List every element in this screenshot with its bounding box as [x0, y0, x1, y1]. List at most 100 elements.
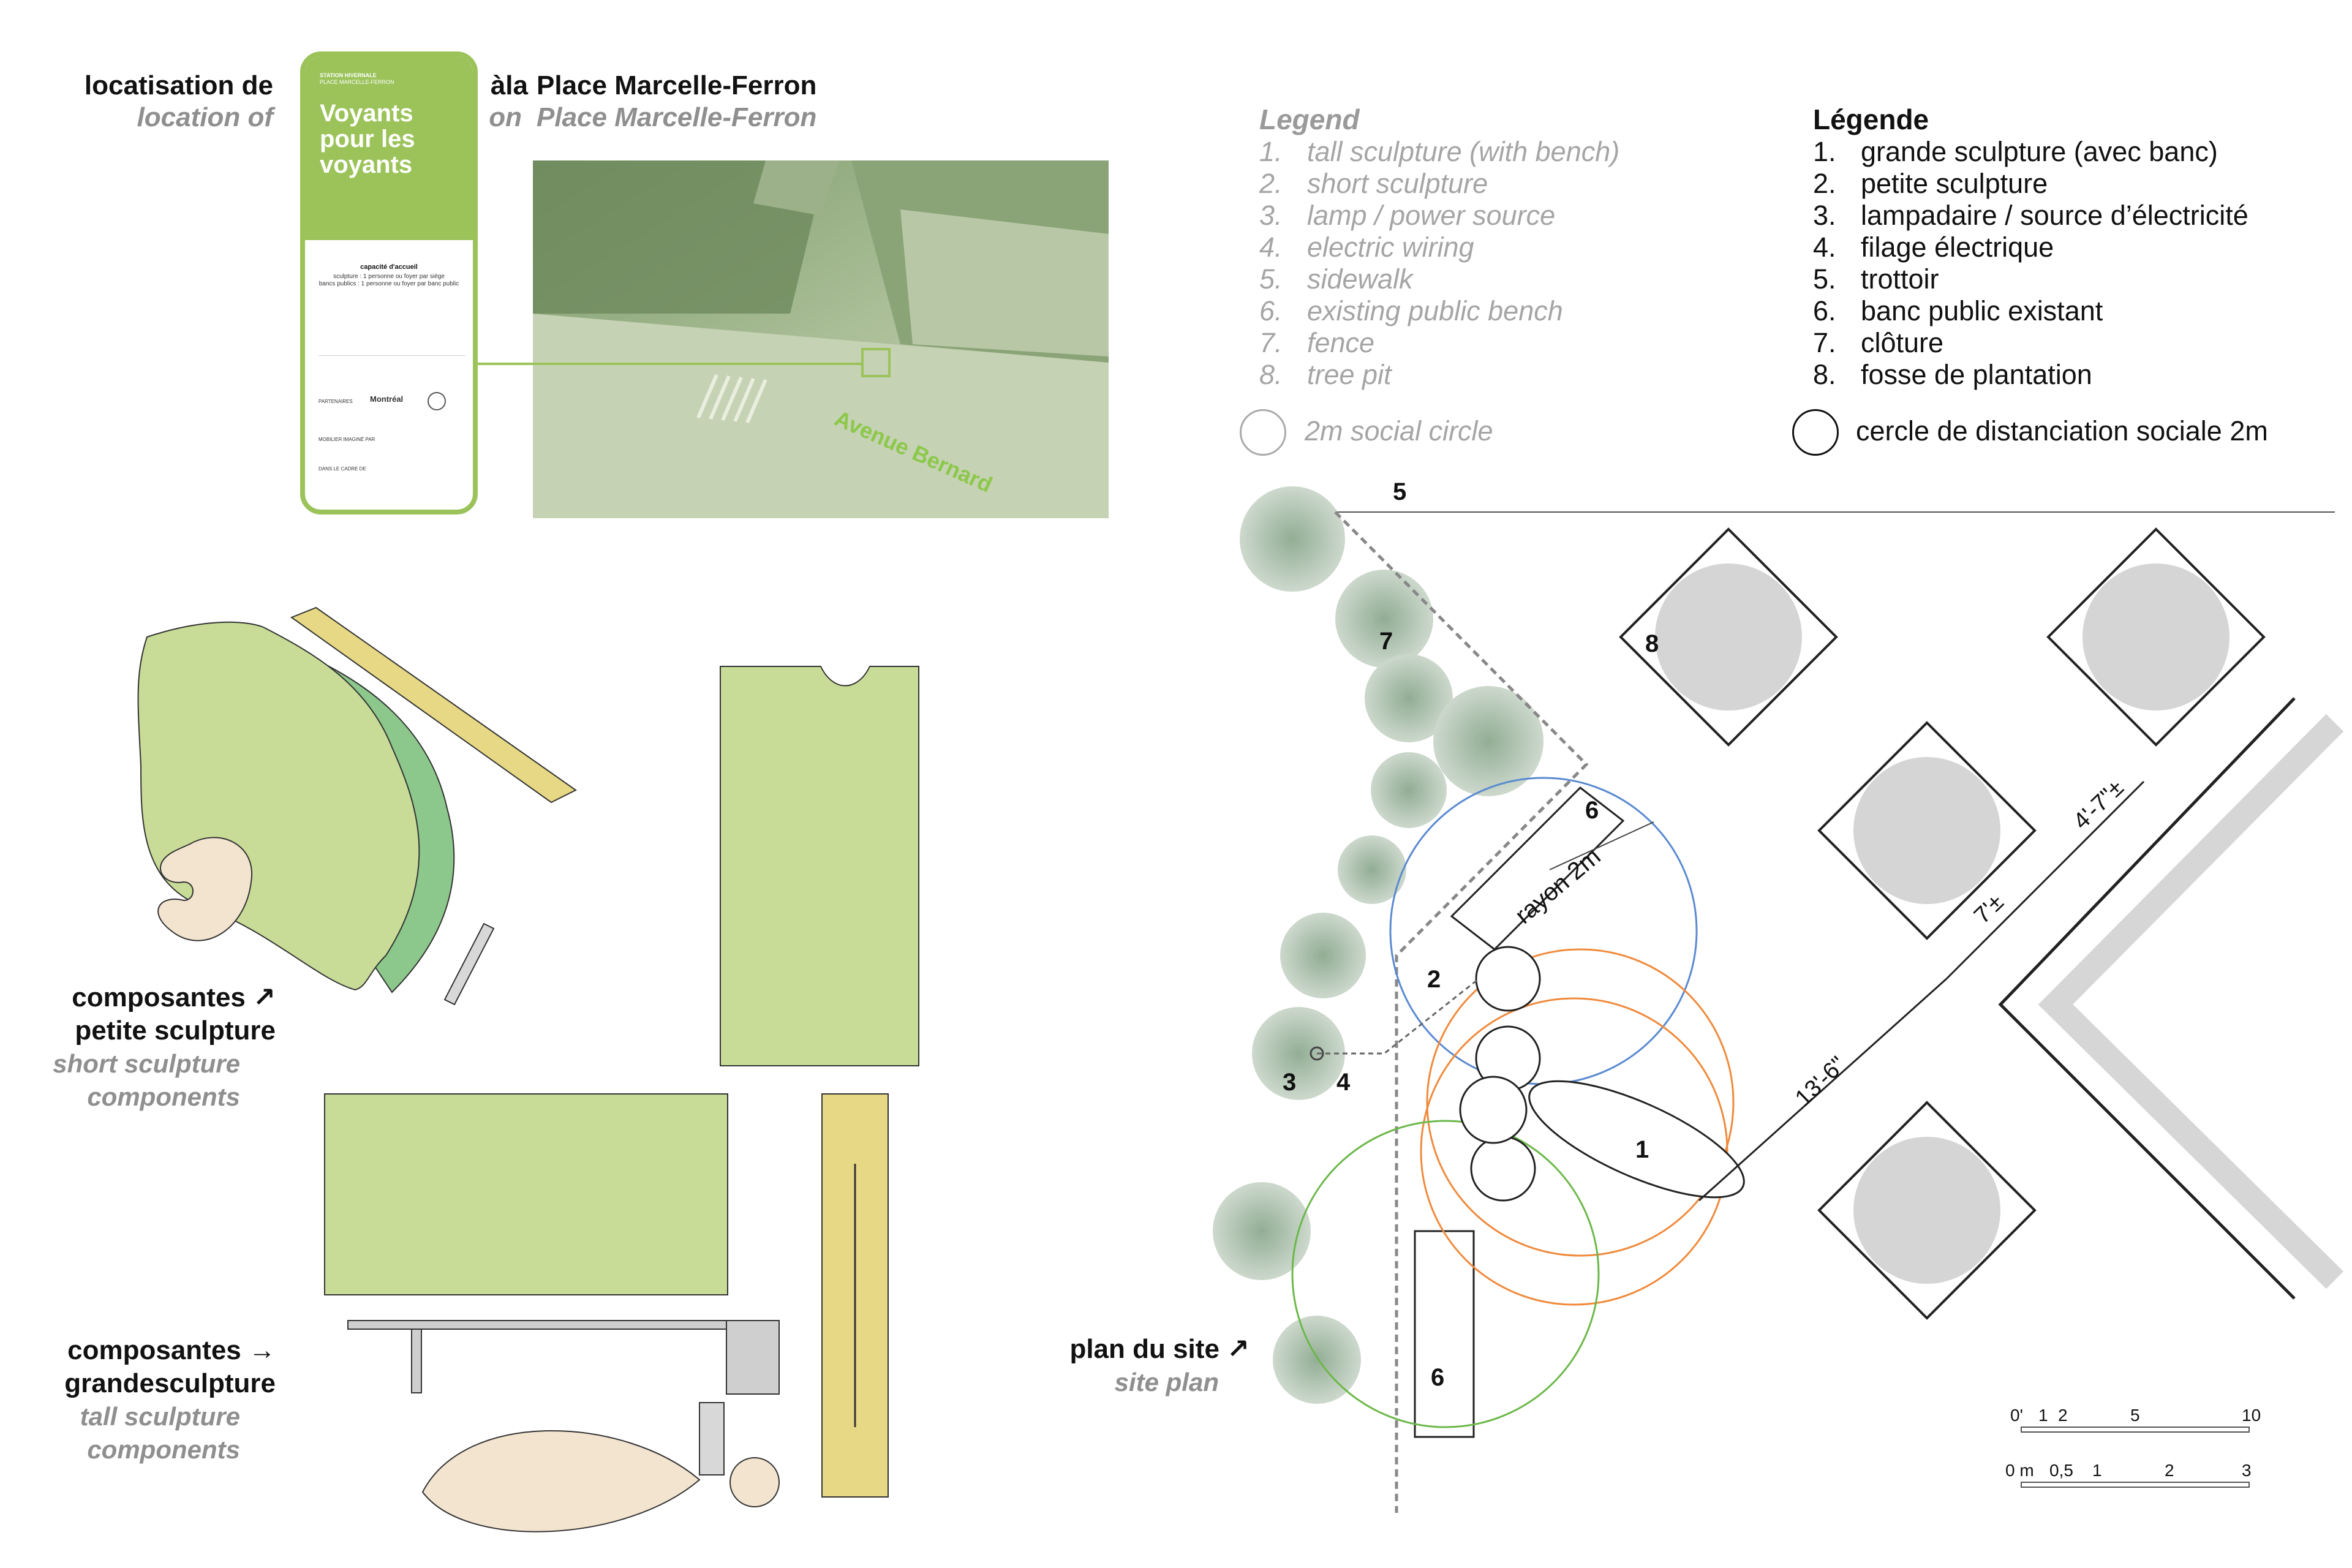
short-sculpture-4 — [1459, 1076, 1528, 1144]
poster-designer-label: MOBILIER IMAGINÉ PAR — [318, 437, 375, 442]
legend-en-item-4: 4.electric wiring — [1259, 232, 1474, 263]
poster-capacity-2: bancs publics : 1 personne ou foyer par … — [318, 281, 459, 287]
scale-feet-5: 5 — [2130, 1406, 2140, 1425]
plan-labels: 1 2 3 4 5 6 6 7 8 — [1283, 478, 1659, 1391]
tall-wood-disc — [729, 1457, 780, 1507]
legend-en-title: Legend — [1259, 104, 1360, 135]
poster-body: capacité d'accueil sculpture : 1 personn… — [305, 240, 473, 288]
legend-en-item-8: 8.tree pit — [1259, 359, 1392, 390]
components-drawing — [137, 606, 919, 1532]
scale-bar-feet — [2021, 1427, 2250, 1433]
legend-en-circle-label: 2m social circle — [1305, 415, 1493, 447]
scale-feet-10: 10 — [2242, 1406, 2261, 1425]
photo-parking — [900, 209, 1109, 356]
legend-en-item-5: 5.sidewalk — [1259, 263, 1413, 295]
hedge-trees — [1213, 486, 1544, 1404]
legend-en-item-6: 6.existing public bench — [1259, 295, 1563, 326]
short-sculpture-1 — [1475, 946, 1541, 1012]
header-a-la: àla — [490, 70, 528, 100]
legend-en-item-1: 1.tall sculpture (with bench) — [1259, 136, 1620, 167]
photo-building — [533, 160, 827, 314]
plan-label-5: 5 — [1393, 478, 1406, 505]
legend-fr-item-1: 1.grande sculpture (avec banc) — [1813, 136, 2218, 167]
poster-eyebrow-1: STATION HIVERNALE — [320, 72, 377, 78]
existing-bench-bottom — [1414, 1230, 1475, 1438]
caption-short-en: short sculpture components — [53, 1049, 240, 1111]
tall-back-panel — [720, 666, 919, 1066]
poster-eyebrow-2: PLACE MARCELLE-FERRON — [320, 79, 394, 85]
legend-en-item-3: 3.lamp / power source — [1259, 200, 1556, 231]
scale-feet-2: 2 — [2058, 1406, 2068, 1425]
legend-fr-item-6: 6.banc public existant — [1813, 295, 2103, 326]
poster-capacity-1: sculpture : 1 personne ou foyer par sièg… — [333, 273, 445, 280]
legend-fr-title: Légende — [1813, 104, 1929, 135]
legend-en-circle-icon — [1240, 409, 1286, 456]
radius-arrow — [1549, 821, 1654, 870]
header-location-fr: locatisation de — [84, 70, 273, 100]
tall-bracket — [699, 1402, 725, 1476]
plan-label-1: 1 — [1635, 1136, 1649, 1163]
tree-canopies — [1655, 564, 2230, 1284]
road-curb — [2038, 714, 2344, 1289]
plan-label-8: 8 — [1645, 630, 1659, 657]
legend-en: Legend 1.tall sculpture (with bench) 2.s… — [1259, 103, 1619, 391]
short-sculpture-3 — [1470, 1136, 1536, 1202]
city-logo-icon — [366, 511, 381, 514]
legend-fr: Légende 1.grande sculpture (avec banc) 2… — [1813, 103, 2248, 391]
poster-context-label: DANS LE CADRE DE — [318, 466, 366, 472]
dim-label-13-6: 13'-6" — [1790, 1052, 1851, 1111]
legend-fr-item-3: 3.lampadaire / source d’électricité — [1813, 200, 2248, 231]
plan-label-3: 3 — [1283, 1069, 1296, 1096]
legend-fr-item-5: 5.trottoir — [1813, 263, 1939, 295]
tall-seat-panel — [324, 1093, 728, 1295]
photo-roof — [753, 160, 839, 216]
legend-fr-circle-icon — [1792, 409, 1839, 456]
scale-labels: 0' 1 2 5 10 0 m 0,5 1 2 3 — [2005, 1406, 2261, 1480]
header-location-en: location of — [137, 102, 273, 132]
poster-photo-connector — [478, 363, 864, 365]
fence — [1334, 511, 1589, 1513]
tall-sculpture — [1528, 1080, 1745, 1199]
header-place-en: Place Marcelle-Ferron — [537, 102, 817, 132]
scale-m-2: 2 — [2165, 1461, 2174, 1480]
legend-fr-circle-label: cercle de distanciation sociale 2m — [1856, 415, 2268, 447]
plan-label-6b: 6 — [1431, 1364, 1444, 1391]
social-circle-orange-2 — [1420, 997, 1728, 1306]
photo-crosswalk — [696, 374, 767, 424]
lamp-icon — [1310, 1046, 1324, 1061]
short-metal-bracket — [443, 922, 495, 1006]
legend-en-item-7: 7.fence — [1259, 327, 1375, 358]
dim-line-7 — [1945, 878, 2047, 980]
caption-site-fr: plan du site ↗ — [1069, 1334, 1250, 1364]
legend-fr-item-8: 8.fosse de plantation — [1813, 359, 2092, 390]
caption-site-en: site plan — [1114, 1368, 1219, 1396]
scale-feet-1: 1 — [2038, 1406, 2048, 1425]
tall-frame-plate — [726, 1320, 780, 1395]
plan-label-7: 7 — [1379, 628, 1393, 655]
plan-label-4: 4 — [1336, 1069, 1351, 1096]
caption-tall-fr: composantes → grandesculpture — [64, 1335, 276, 1398]
legend-fr-item-2: 2.petite sculpture — [1813, 168, 2048, 199]
legend-fr-item-7: 7.clôture — [1813, 327, 1944, 358]
header-on: on — [489, 102, 522, 132]
caption-tall-en: tall sculpture components — [80, 1402, 240, 1464]
site-plan: 1 2 3 4 5 6 6 7 8 rayon 2m 13'-6" 7'± 4'… — [1213, 478, 2344, 1513]
tall-frame-top — [347, 1320, 780, 1330]
poster-header: STATION HIVERNALE PLACE MARCELLE-FERRON … — [305, 56, 473, 240]
dim-line-4-7 — [2045, 780, 2145, 881]
social-circle-green — [1291, 1120, 1600, 1428]
plan-label-2: 2 — [1427, 966, 1441, 993]
aerial-photo: Avenue Bernard — [533, 160, 1109, 518]
poster-capacity-title: capacité d'accueil — [360, 263, 418, 271]
road-edge-inner — [1998, 697, 2296, 1300]
partner-logo-icon — [428, 392, 446, 410]
tall-wood-seat — [421, 1430, 701, 1532]
scale-m-1: 1 — [2092, 1461, 2102, 1480]
dim-line-13-6 — [1698, 978, 1948, 1202]
scale-m-3: 3 — [2242, 1461, 2252, 1480]
short-yellow-strip — [290, 606, 577, 804]
short-wood-seat — [157, 837, 253, 941]
scale-m-0: 0 m — [2005, 1461, 2034, 1480]
scale-bar-meters — [2021, 1482, 2250, 1488]
poster-partners-label: PARTENAIRES — [318, 399, 353, 404]
